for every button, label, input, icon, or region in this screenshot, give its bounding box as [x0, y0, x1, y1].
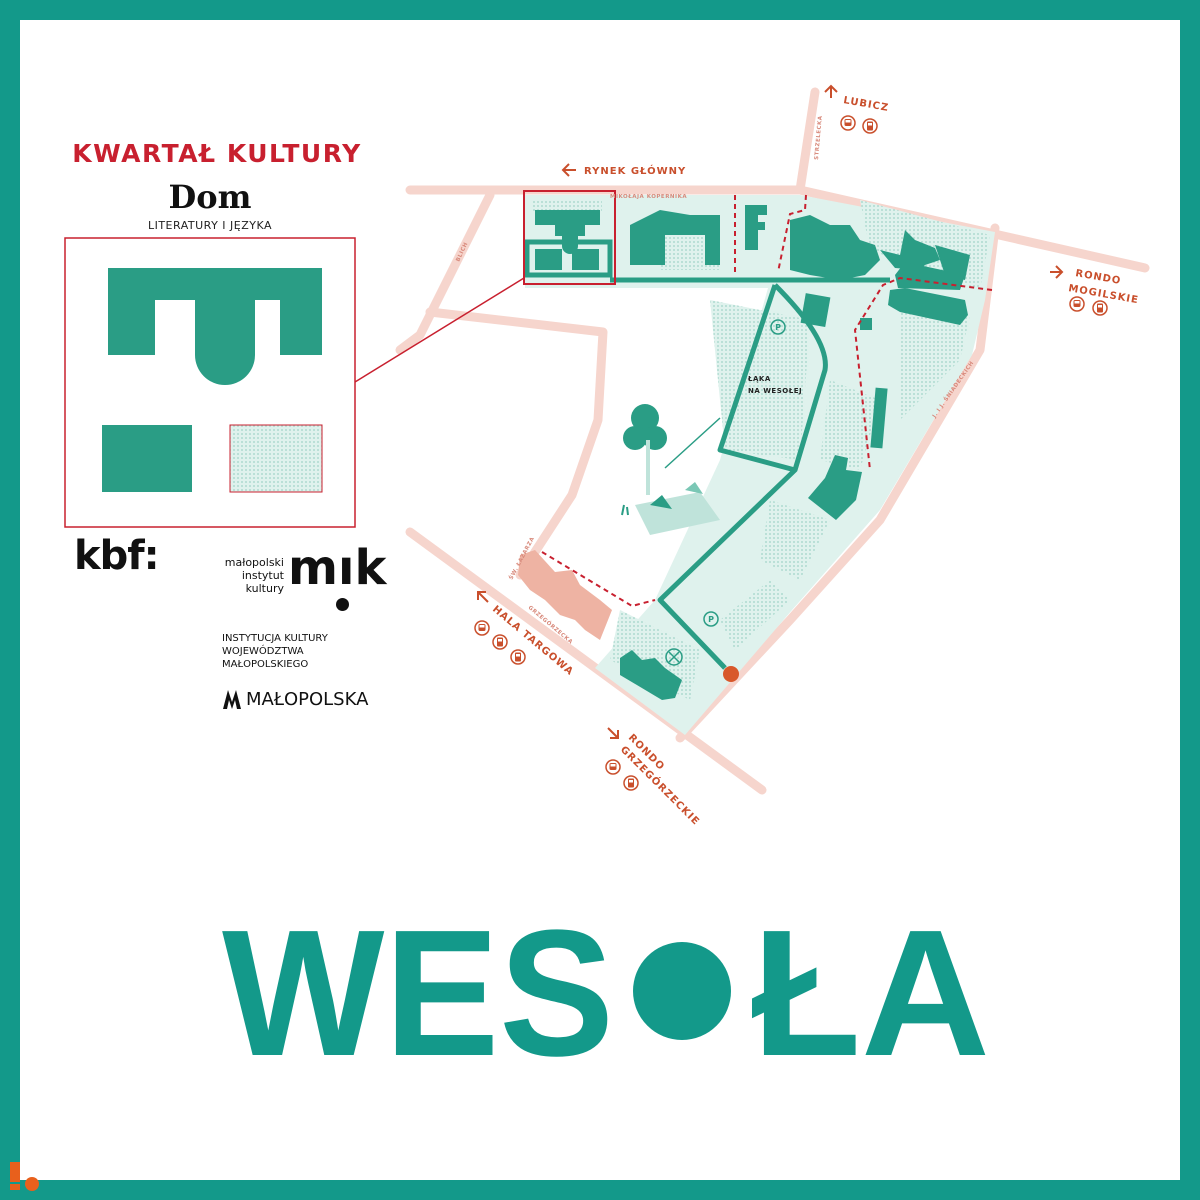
corner-badge-icon — [10, 1162, 39, 1191]
kbf-logo: kbf: — [74, 533, 160, 579]
mik-line: instytut — [241, 569, 284, 582]
title-letter-o — [633, 942, 731, 1040]
dom-inset — [64, 237, 356, 528]
walkway — [610, 277, 890, 670]
lawn-label: NA WESOŁEJ — [748, 387, 802, 395]
lawn-label: ŁĄKA — [747, 375, 771, 383]
bus-icon — [840, 115, 856, 131]
picnic-illustration — [621, 404, 720, 535]
institution-line: WOJEWÓDZTWA — [222, 646, 304, 657]
direction-rynek: RYNEK GŁÓWNY — [561, 163, 686, 177]
direction-rondo-mogilskie: RONDO MOGILSKIE — [1050, 265, 1140, 316]
malopolska-text: MAŁOPOLSKA — [246, 688, 369, 710]
parking-icon: P — [703, 611, 719, 627]
roads — [395, 87, 1150, 795]
parking-icon: P — [770, 319, 786, 335]
svg-text:LUBICZ: LUBICZ — [842, 95, 889, 114]
road-grzegorzecka — [405, 527, 767, 795]
bus-icon — [474, 620, 490, 636]
tram-icon — [862, 118, 878, 134]
closed-entrance-icon — [665, 648, 683, 666]
road-strzelecka — [795, 87, 820, 195]
direction-rondo-grzegorzeckie: RONDO GRZEGÓRZECKIE — [605, 727, 703, 828]
tram-icon — [1092, 300, 1108, 316]
svg-text:RYNEK GŁÓWNY: RYNEK GŁÓWNY — [584, 164, 686, 177]
institution-line: INSTYTUCJA KULTURY — [222, 633, 328, 644]
direction-lubicz: LUBICZ — [824, 84, 890, 134]
tram-icon — [510, 649, 526, 665]
mik-logo-text: małopolski instytut kultury — [218, 556, 284, 595]
institution-text: INSTYTUCJA KULTURY WOJEWÓDZTWA MAŁOPOLSK… — [222, 632, 328, 671]
campus-area — [525, 195, 995, 735]
building-dom-literatury — [535, 210, 600, 254]
road-sniadeckich — [675, 223, 1000, 743]
mik-line: małopolski — [224, 556, 284, 569]
svg-text:RONDO: RONDO — [1074, 268, 1122, 287]
svg-text:P: P — [708, 615, 714, 624]
entrance-marker[interactable] — [723, 666, 739, 682]
mik-line: kultury — [245, 582, 284, 595]
road-side — [425, 307, 608, 580]
svg-text:P: P — [775, 323, 781, 332]
street-strzelecka: STRZELECKA — [814, 115, 824, 160]
wesola-title: WES ŁA — [222, 893, 990, 1094]
zoom-connector — [354, 277, 525, 383]
road-blich — [395, 190, 495, 355]
bus-icon — [1069, 296, 1085, 312]
title-part-left: WES — [222, 893, 614, 1094]
zoom-highlight-box — [523, 190, 616, 285]
street-kopernika: MIKOŁAJA KOPERNIKA — [610, 194, 687, 200]
institution-line: MAŁOPOLSKIEGO — [222, 659, 309, 670]
tram-icon — [623, 775, 639, 791]
building-other — [518, 550, 612, 640]
lawn-pointer — [664, 417, 721, 469]
bus-icon — [605, 759, 621, 775]
malopolska-logo: MAŁOPOLSKA — [222, 688, 368, 710]
dom-logo: Dom — [168, 178, 252, 216]
malopolska-mark-icon — [223, 690, 241, 709]
mik-logo: mık — [288, 540, 387, 596]
mik-dot — [336, 598, 349, 611]
dashed-boundaries — [541, 194, 993, 608]
dom-subtitle: LITERATURY I JĘZYKA — [147, 219, 273, 232]
title-part-right: ŁA — [752, 893, 990, 1094]
tram-icon — [492, 634, 508, 650]
buildings — [524, 205, 970, 700]
kwartal-kultury-heading: KWARTAŁ KULTURY — [72, 139, 362, 168]
